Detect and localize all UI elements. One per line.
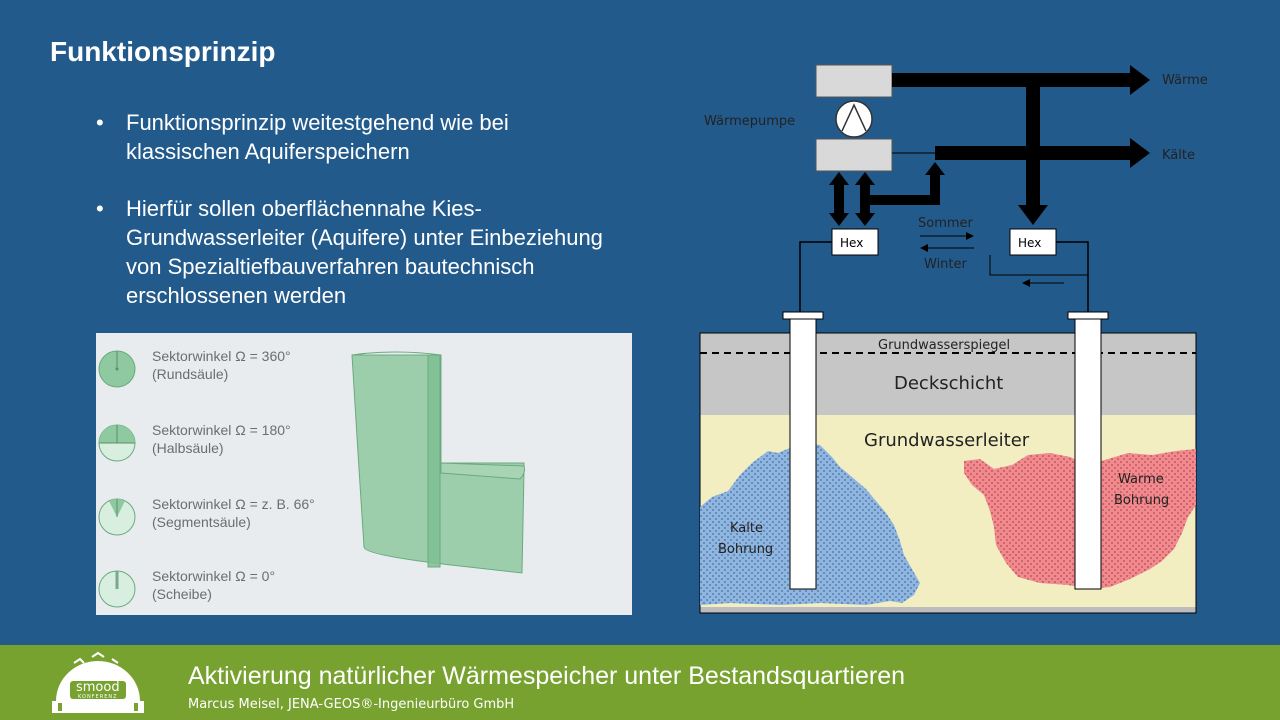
- waerme-pipe: [892, 73, 1132, 87]
- sector-type-text: (Segmentsäule): [152, 514, 251, 530]
- smood-logo-icon: [52, 651, 144, 713]
- up-arrow-icon: [829, 172, 849, 185]
- cold-well: [789, 318, 817, 590]
- down-arrow-icon: [1018, 205, 1048, 225]
- sector-angle-text: Sektorwinkel Ω = 180°: [152, 422, 291, 438]
- left-arrow-icon: [1022, 279, 1030, 287]
- logo-text-konferenz: KONFERENZ: [78, 694, 118, 700]
- sector-angle-text: Sektorwinkel Ω = z. B. 66°: [152, 496, 315, 512]
- half-circle-icon: [98, 424, 136, 462]
- bullet-marker: •: [96, 110, 104, 135]
- bullet-marker: •: [96, 196, 104, 221]
- sommer-label: Sommer: [918, 216, 974, 231]
- bullet-list: • Funktionsprinzip weitestgehend wie bei…: [96, 108, 616, 338]
- sector-column-left-icon: [351, 351, 525, 574]
- deckschicht-layer: [700, 333, 1196, 415]
- bullet-text: Hierfür sollen oberflächennahe Kies-Grun…: [126, 196, 603, 308]
- footer-subtitle: Marcus Meisel, JENA-GEOS®-Ingenieurbüro …: [188, 697, 515, 712]
- cold-well-cap: [782, 311, 824, 320]
- bullet-item: • Funktionsprinzip weitestgehend wie bei…: [96, 108, 616, 166]
- slide-title: Funktionsprinzip: [50, 36, 276, 67]
- diagram-canvas: Wärmepumpe Wärme Kälte Hex Hex Sommer: [699, 64, 1208, 614]
- bullet-text: Funktionsprinzip weitestgehend wie bei k…: [126, 110, 509, 164]
- up-arrow-icon: [855, 172, 875, 185]
- sector-item-scheibe: Sektorwinkel Ω = 0° (Scheibe): [96, 561, 346, 621]
- warm-well-cap: [1067, 311, 1109, 320]
- sector-item-halbsaeule: Sektorwinkel Ω = 180° (Halbsäule): [96, 415, 346, 475]
- bullet-item: • Hierfür sollen oberflächennahe Kies-Gr…: [96, 194, 616, 310]
- sector-angle-text: Sektorwinkel Ω = 360°: [152, 348, 291, 364]
- sector-label: Sektorwinkel Ω = 360° (Rundsäule): [152, 347, 291, 383]
- segment-circle-icon: [98, 498, 136, 536]
- deckschicht-label: Deckschicht: [894, 373, 1003, 394]
- kaelte-arrow-icon: [1130, 138, 1150, 168]
- cold-zone-label-line1: Kalte: [730, 521, 763, 536]
- down-arrow-icon: [855, 213, 875, 226]
- sector-item-rundsaeule: Sektorwinkel Ω = 360° (Rundsäule): [96, 341, 346, 401]
- winter-label: Winter: [924, 257, 968, 272]
- full-circle-icon: [98, 350, 136, 388]
- right-arrow-icon: [966, 232, 974, 240]
- sector-angle-text: Sektorwinkel Ω = 0°: [152, 568, 276, 584]
- grundwasserleiter-label: Grundwasserleiter: [864, 430, 1030, 451]
- left-arrow-icon: [920, 244, 928, 252]
- footer-bar: smood KONFERENZ Aktivierung natürlicher …: [0, 645, 1280, 720]
- cold-zone-label-line2: Bohrung: [718, 542, 773, 557]
- sector-type-text: (Rundsäule): [152, 366, 229, 382]
- waerme-arrow-icon: [1130, 65, 1150, 95]
- sector-type-text: (Scheibe): [152, 586, 212, 602]
- warm-well: [1074, 318, 1102, 590]
- aquifer-storage-diagram: Wärmepumpe Wärme Kälte Hex Hex Sommer: [690, 55, 1240, 620]
- warm-zone-label-line1: Warme: [1118, 472, 1164, 487]
- hex-right-label: Hex: [1018, 236, 1041, 250]
- down-arrow-icon: [829, 213, 849, 226]
- logo-text-smood: smood: [76, 680, 120, 695]
- heat-pump-condenser: [815, 64, 893, 98]
- sector-label: Sektorwinkel Ω = 0° (Scheibe): [152, 567, 275, 603]
- footer-title: Aktivierung natürlicher Wärmespeicher un…: [188, 662, 906, 690]
- sector-column-illustration: [351, 351, 525, 574]
- grundwasserspiegel-label: Grundwasserspiegel: [878, 338, 1010, 353]
- sector-item-segmentsaeule: Sektorwinkel Ω = z. B. 66° (Segmentsäule…: [96, 489, 346, 549]
- up-arrow-icon: [925, 162, 945, 175]
- sector-angle-panel: Sektorwinkel Ω = 360° (Rundsäule) Sektor…: [96, 333, 632, 615]
- disc-icon: [98, 570, 136, 608]
- sector-type-text: (Halbsäule): [152, 440, 224, 456]
- sector-label: Sektorwinkel Ω = z. B. 66° (Segmentsäule…: [152, 495, 315, 531]
- sector-label: Sektorwinkel Ω = 180° (Halbsäule): [152, 421, 291, 457]
- waerme-label: Wärme: [1162, 73, 1208, 88]
- hex-left-label: Hex: [840, 236, 863, 250]
- warm-zone-label-line2: Bohrung: [1114, 493, 1169, 508]
- compressor-icon: [835, 100, 873, 138]
- smood-logo: smood KONFERENZ: [44, 651, 152, 717]
- waermepumpe-label: Wärmepumpe: [704, 114, 795, 129]
- kaelte-label: Kälte: [1162, 148, 1195, 163]
- heat-pump-evaporator: [815, 138, 893, 172]
